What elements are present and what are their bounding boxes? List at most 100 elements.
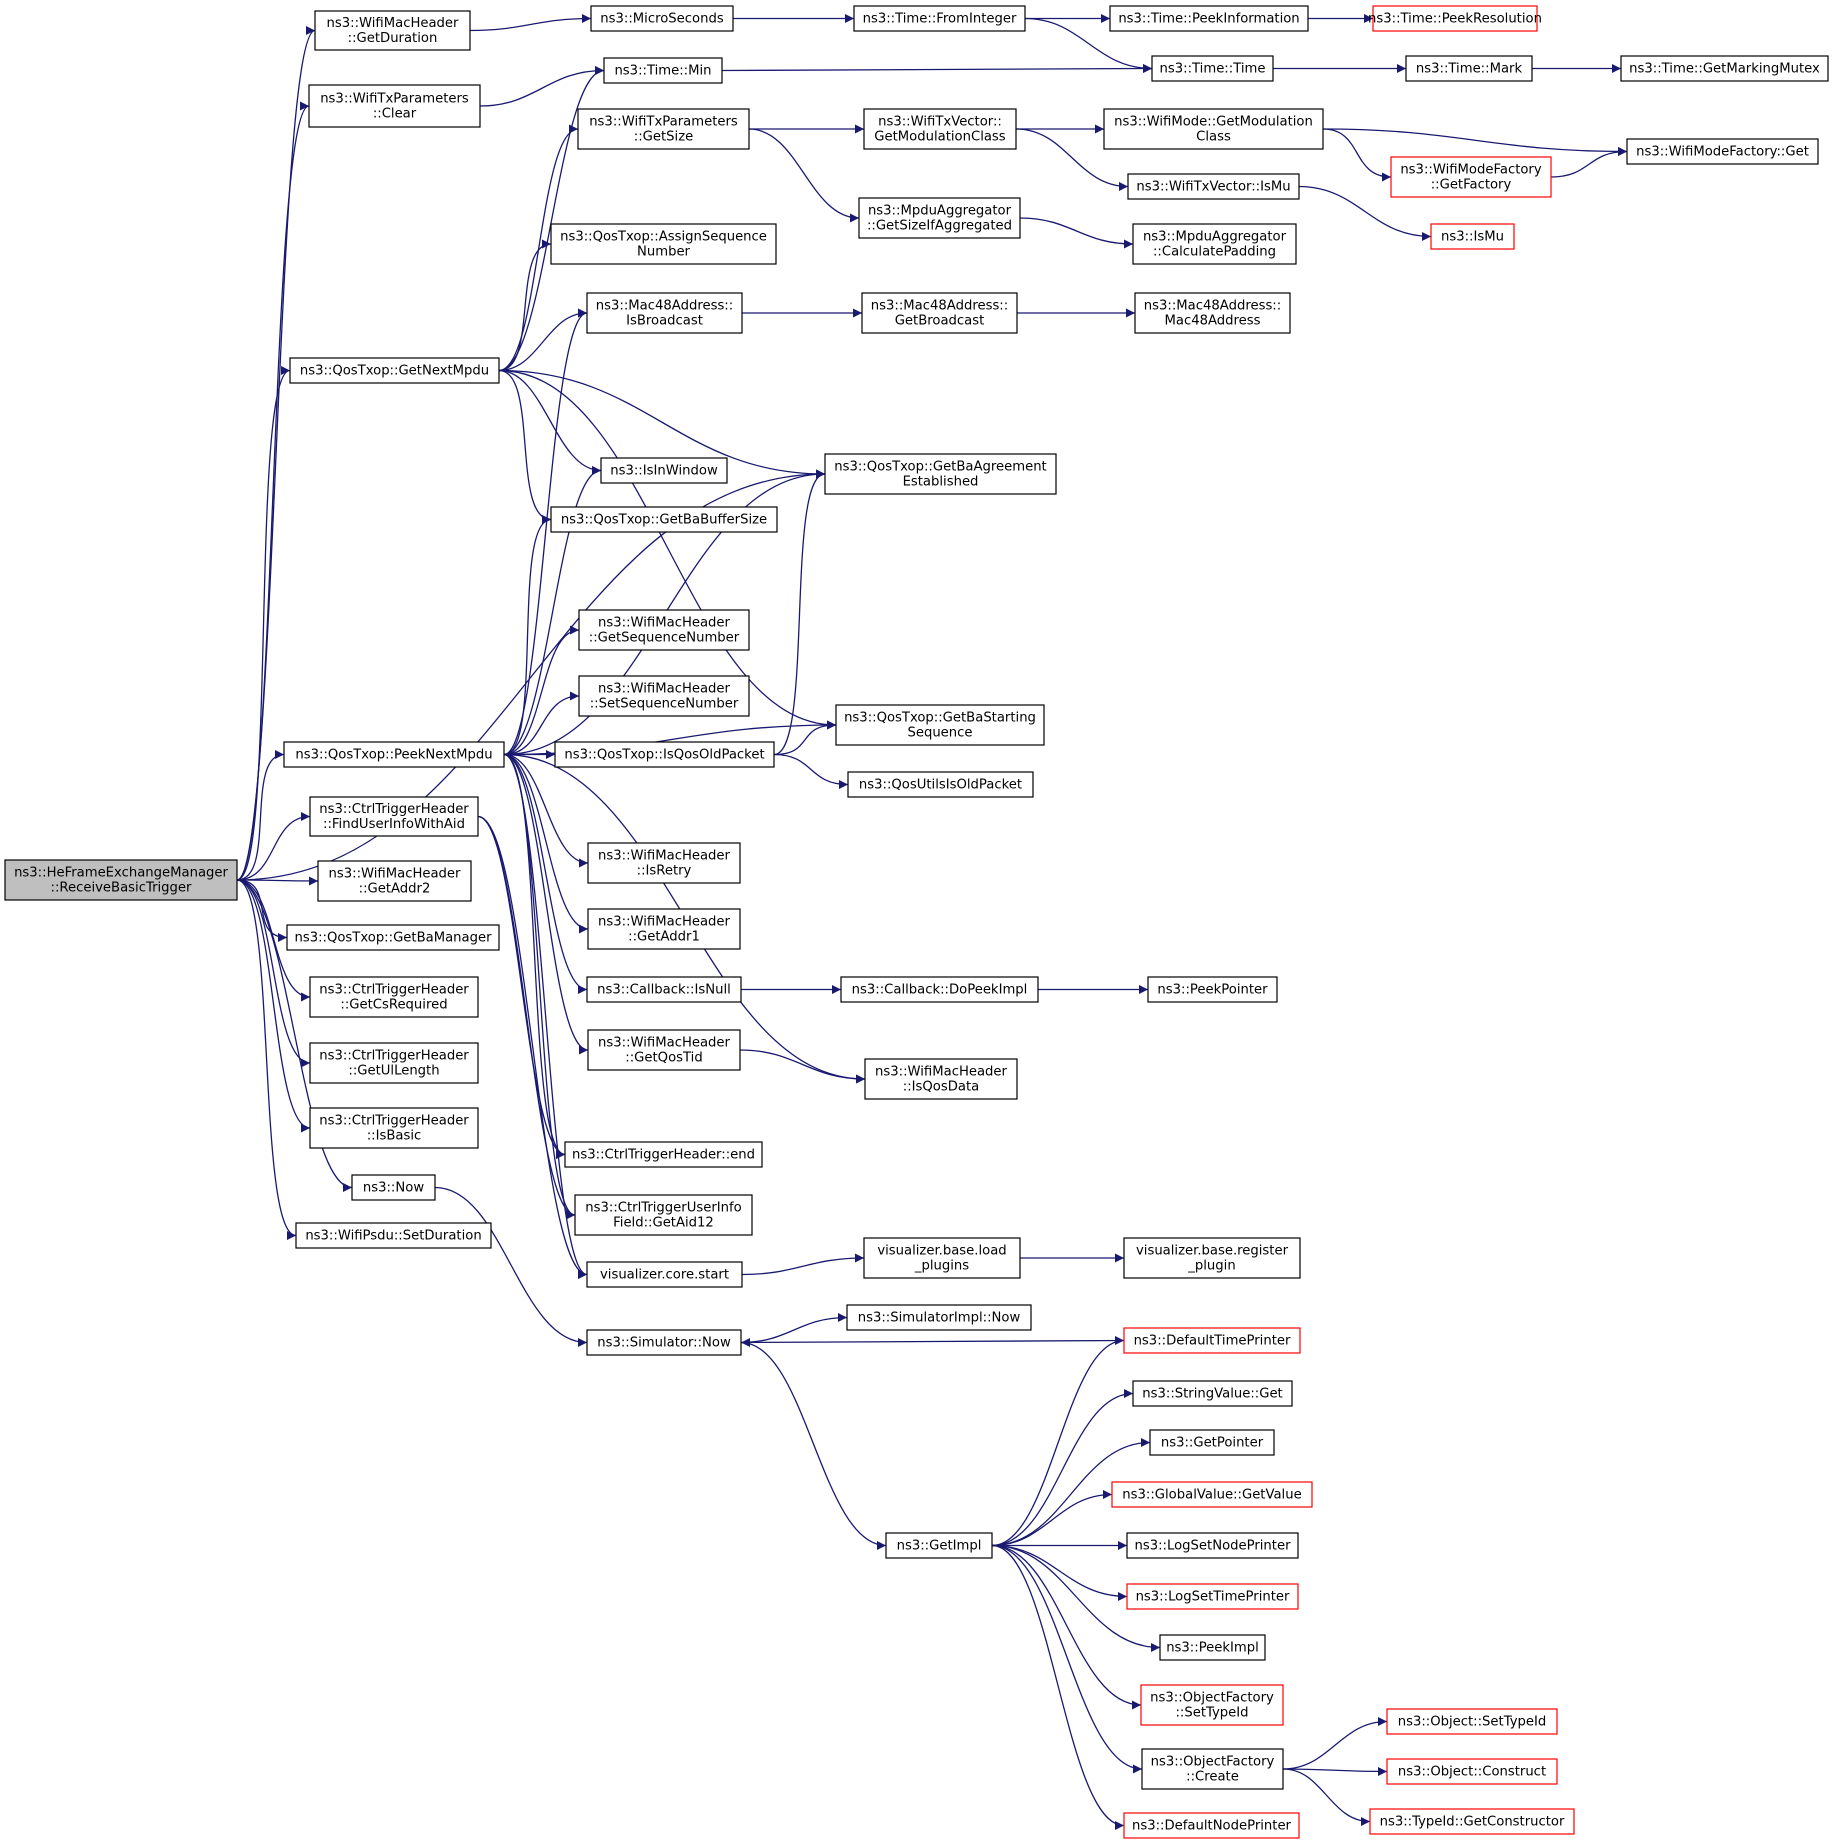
graph-node-ns3-wifimacheader-isretry[interactable]: ns3::WifiMacHeader::IsRetry	[587, 842, 741, 884]
node-box	[309, 796, 479, 837]
graph-node-ns3-time-mark[interactable]: ns3::Time::Mark	[1405, 55, 1533, 82]
graph-node-ns3-object-settypeid[interactable]: ns3::Object::SetTypeId	[1386, 1708, 1558, 1735]
graph-node-ns3-wifimacheader-getaddr1[interactable]: ns3::WifiMacHeader::GetAddr1	[587, 908, 741, 950]
graph-node-ns3-mac48address-getbroadcast[interactable]: ns3::Mac48Address::GetBroadcast	[861, 292, 1018, 334]
graph-node-ns3-wifimacheader-getduration[interactable]: ns3::WifiMacHeader::GetDuration	[314, 10, 471, 51]
graph-node-ns3-microseconds[interactable]: ns3::MicroSeconds	[590, 5, 734, 32]
call-edge-n56-to-n55	[740, 1337, 1125, 1347]
node-label: ns3::WifiMacHeader	[598, 682, 731, 697]
node-label: ns3::Mac48Address::	[1144, 299, 1281, 314]
node-box	[1123, 1237, 1301, 1279]
graph-node-ns3-wifimacheader-getsequencenumber[interactable]: ns3::WifiMacHeader::GetSequenceNumber	[578, 609, 750, 651]
node-box	[1141, 1748, 1284, 1790]
graph-node-visualizer-base-register-plugin[interactable]: visualizer.base.register_plugin	[1123, 1237, 1301, 1279]
graph-node-ns3-now[interactable]: ns3::Now	[351, 1174, 436, 1201]
graph-node-ns3-heframeexchangemanager-receivebasictrigger[interactable]: ns3::HeFrameExchangeManager::ReceiveBasi…	[4, 859, 238, 901]
node-label: Number	[637, 245, 691, 260]
graph-node-ns3-qostxop-getnextmpdu[interactable]: ns3::QosTxop::GetNextMpdu	[289, 357, 500, 384]
graph-node-ns3-time-time[interactable]: ns3::Time::Time	[1151, 55, 1274, 82]
graph-node-ns3-object-construct[interactable]: ns3::Object::Construct	[1386, 1758, 1558, 1785]
node-box	[1386, 1708, 1558, 1735]
node-label: ns3::QosTxop::GetBaManager	[294, 931, 492, 946]
graph-node-ns3-peekimpl[interactable]: ns3::PeekImpl	[1159, 1634, 1266, 1661]
node-label: ns3::QosTxop::PeekNextMpdu	[295, 748, 492, 763]
node-layer: ns3::HeFrameExchangeManager::ReceiveBasi…	[4, 5, 1829, 1839]
node-label: ::GetSize	[634, 130, 693, 145]
graph-node-ns3-simulator-now[interactable]: ns3::Simulator::Now	[586, 1329, 742, 1356]
node-label: ns3::Time::FromInteger	[863, 12, 1017, 27]
call-edge-n34-to-n49	[477, 815, 576, 1220]
graph-node-ns3-wifipsdu-setduration[interactable]: ns3::WifiPsdu::SetDuration	[295, 1222, 492, 1249]
graph-node-ns3-ctrltriggerheader-end[interactable]: ns3::CtrlTriggerHeader::end	[564, 1141, 763, 1168]
node-label: ns3::WifiMacHeader	[329, 867, 462, 882]
graph-node-ns3-objectfactory-create[interactable]: ns3::ObjectFactory::Create	[1141, 1748, 1284, 1790]
node-box	[1123, 1812, 1300, 1839]
node-label: ns3::WifiTxVector::IsMu	[1136, 180, 1290, 195]
graph-node-ns3-wifitxparameters-getsize[interactable]: ns3::WifiTxParameters::GetSize	[577, 108, 750, 150]
graph-node-ns3-objectfactory-settypeid[interactable]: ns3::ObjectFactory::SetTypeId	[1140, 1684, 1284, 1726]
graph-node-ns3-qostxop-getbamanager[interactable]: ns3::QosTxop::GetBaManager	[286, 924, 500, 951]
graph-node-ns3-ctrltriggerheader-getcsrequired[interactable]: ns3::CtrlTriggerHeader::GetCsRequired	[309, 976, 479, 1018]
graph-node-ns3-time-peekresolution[interactable]: ns3::Time::PeekResolution	[1368, 5, 1542, 32]
graph-node-ns3-typeid-getconstructor[interactable]: ns3::TypeId::GetConstructor	[1369, 1808, 1575, 1835]
graph-node-ns3-mac48address-mac48address[interactable]: ns3::Mac48Address::Mac48Address	[1134, 292, 1291, 334]
graph-node-ns3-wifimacheader-isqosdata[interactable]: ns3::WifiMacHeader::IsQosData	[864, 1058, 1018, 1100]
graph-node-ns3-wifimode-getmodulationclass[interactable]: ns3::WifiMode::GetModulationClass	[1103, 108, 1324, 150]
graph-node-ns3-wifimacheader-setsequencenumber[interactable]: ns3::WifiMacHeader::SetSequenceNumber	[578, 675, 750, 717]
node-box	[847, 771, 1034, 798]
graph-node-ns3-mac48address-isbroadcast[interactable]: ns3::Mac48Address::IsBroadcast	[586, 292, 743, 334]
graph-node-ns3-mpduaggregator-calculatepadding[interactable]: ns3::MpduAggregator::CalculatePadding	[1132, 223, 1297, 265]
node-box	[550, 506, 778, 533]
graph-node-ns3-ctrltriggerheader-getullength[interactable]: ns3::CtrlTriggerHeader::GetUlLength	[309, 1042, 479, 1084]
node-label: ns3::WifiMode::GetModulation	[1114, 115, 1313, 130]
graph-node-ns3-qostxop-getbabuffersize[interactable]: ns3::QosTxop::GetBaBufferSize	[550, 506, 778, 533]
node-box	[1372, 5, 1538, 32]
graph-node-ns3-logsettimeprinter[interactable]: ns3::LogSetTimePrinter	[1126, 1583, 1299, 1610]
graph-node-ns3-getimpl[interactable]: ns3::GetImpl	[885, 1532, 993, 1559]
graph-node-ns3-wifitxvector-ismu[interactable]: ns3::WifiTxVector::IsMu	[1127, 173, 1300, 200]
graph-node-ns3-logsetnodeprinter[interactable]: ns3::LogSetNodePrinter	[1126, 1532, 1299, 1559]
call-edge-n60-to-n59	[991, 1490, 1113, 1547]
graph-node-ns3-qostxop-peeknextmpdu[interactable]: ns3::QosTxop::PeekNextMpdu	[283, 741, 505, 768]
node-label: ns3::QosTxop::GetBaStarting	[844, 711, 1036, 726]
graph-node-ns3-wifimodefactory-get[interactable]: ns3::WifiModeFactory::Get	[1626, 138, 1819, 165]
graph-node-ns3-wifimacheader-getaddr2[interactable]: ns3::WifiMacHeader::GetAddr2	[317, 860, 472, 902]
graph-node-visualizer-base-load-plugins[interactable]: visualizer.base.load_plugins	[863, 1237, 1021, 1279]
graph-node-ns3-ismu[interactable]: ns3::IsMu	[1430, 223, 1515, 250]
graph-node-ns3-globalvalue-getvalue[interactable]: ns3::GlobalValue::GetValue	[1111, 1481, 1313, 1508]
graph-node-ns3-defaulttimeprinter[interactable]: ns3::DefaultTimePrinter	[1123, 1327, 1301, 1354]
node-label: ::GetSequenceNumber	[589, 631, 740, 646]
node-label: ns3::ObjectFactory	[1151, 1755, 1275, 1770]
graph-node-ns3-time-getmarkingmutex[interactable]: ns3::Time::GetMarkingMutex	[1620, 55, 1829, 82]
graph-node-ns3-peekpointer[interactable]: ns3::PeekPointer	[1147, 976, 1278, 1003]
graph-node-ns3-qostxop-isqosoldpacket[interactable]: ns3::QosTxop::IsQosOldPacket	[554, 741, 775, 768]
graph-node-ns3-wifimacheader-getqostid[interactable]: ns3::WifiMacHeader::GetQosTid	[587, 1029, 741, 1071]
graph-node-ns3-wifimodefactory-getfactory[interactable]: ns3::WifiModeFactory::GetFactory	[1390, 156, 1552, 198]
node-label: ::GetUlLength	[348, 1064, 439, 1079]
graph-node-ns3-callback-dopeekimpl[interactable]: ns3::Callback::DoPeekImpl	[840, 976, 1039, 1003]
node-box	[840, 976, 1039, 1003]
graph-node-ns3-simulatorimpl-now[interactable]: ns3::SimulatorImpl::Now	[846, 1304, 1032, 1331]
node-label: ::GetFactory	[1431, 178, 1512, 193]
graph-node-visualizer-core-start[interactable]: visualizer.core.start	[586, 1261, 743, 1288]
graph-node-ns3-wifitxparameters-clear[interactable]: ns3::WifiTxParameters::Clear	[308, 84, 481, 128]
graph-node-ns3-wifitxvector-getmodulationclass[interactable]: ns3::WifiTxVector::GetModulationClass	[863, 108, 1017, 150]
graph-node-ns3-ctrltriggerheader-isbasic[interactable]: ns3::CtrlTriggerHeader::IsBasic	[309, 1107, 479, 1149]
graph-node-ns3-callback-isnull[interactable]: ns3::Callback::IsNull	[586, 976, 742, 1003]
graph-node-ns3-defaultnodeprinter[interactable]: ns3::DefaultNodePrinter	[1123, 1812, 1300, 1839]
graph-node-ns3-stringvalue-get[interactable]: ns3::StringValue::Get	[1132, 1380, 1293, 1407]
graph-node-ns3-time-min[interactable]: ns3::Time::Min	[603, 57, 723, 84]
node-label: ns3::Mac48Address::	[596, 299, 733, 314]
graph-node-ns3-time-peekinformation[interactable]: ns3::Time::PeekInformation	[1109, 5, 1309, 32]
graph-node-ns3-mpduaggregator-getsizeifaggregated[interactable]: ns3::MpduAggregator::GetSizeIfAggregated	[858, 197, 1021, 239]
graph-node-ns3-ctrltriggerheader-finduserinfowithaid[interactable]: ns3::CtrlTriggerHeader::FindUserInfoWith…	[309, 796, 479, 837]
graph-node-ns3-qosutilsisoldpacket[interactable]: ns3::QosUtilsIsOldPacket	[847, 771, 1034, 798]
graph-node-ns3-getpointer[interactable]: ns3::GetPointer	[1149, 1429, 1275, 1456]
node-box	[885, 1532, 993, 1559]
graph-node-ns3-isinwindow[interactable]: ns3::IsInWindow	[600, 457, 728, 484]
graph-node-ns3-time-frominteger[interactable]: ns3::Time::FromInteger	[853, 5, 1026, 32]
